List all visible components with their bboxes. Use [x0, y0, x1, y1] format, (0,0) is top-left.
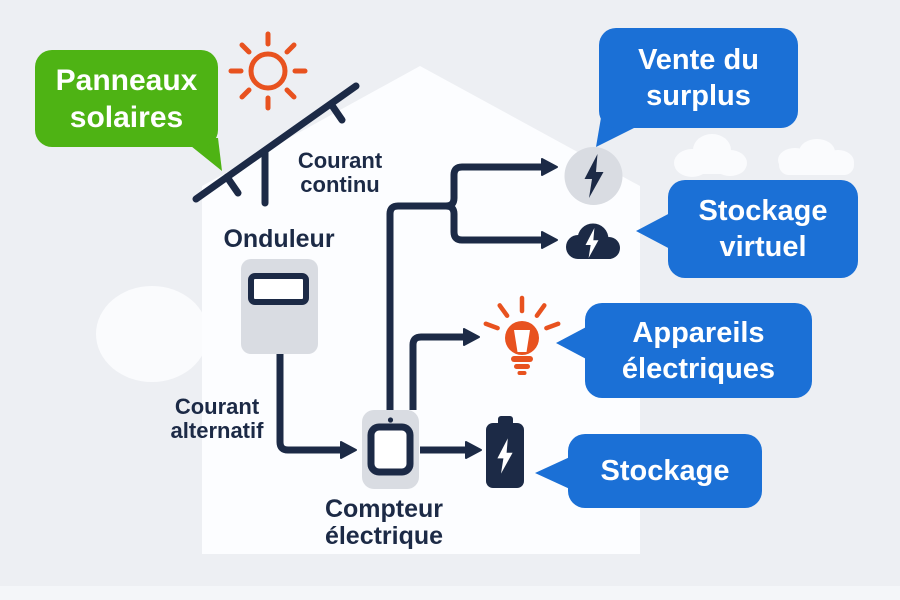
label-line: continu [300, 172, 380, 197]
arrowhead-to-cloud [541, 231, 558, 249]
solar-panel-icon [192, 82, 360, 207]
cloud-bolt-icon [566, 223, 620, 259]
flow-line-branch-to-cloud [445, 202, 542, 244]
sun-icon [228, 31, 308, 111]
label-line: Courant [174, 394, 260, 419]
lightbulb-icon [483, 295, 561, 375]
cloud-decoration-left [96, 286, 208, 382]
bubble-line: Vente du [638, 44, 759, 76]
flow-line-meter-to-bulb [409, 333, 464, 410]
bubble-line: Stockage [600, 455, 730, 487]
battery-icon [486, 416, 524, 488]
stockage-bubble: Stockage [568, 434, 762, 508]
arrowhead-to-battery [465, 441, 482, 459]
cloud-decoration-right [674, 134, 854, 177]
bubble-line: solaires [69, 100, 184, 134]
stockage-virtuel-bubble: Stockage virtuel [668, 180, 858, 278]
bubble-line: virtuel [719, 231, 807, 263]
label-line: Courant [297, 148, 383, 173]
appareils-bubble-tail [556, 325, 590, 361]
courant-alternatif-label: Courant alternatif [147, 395, 287, 443]
appareils-electriques-bubble: Appareils électriques [585, 303, 812, 398]
vente-du-surplus-bubble: Vente du surplus [599, 28, 798, 128]
house-silhouette [202, 66, 640, 554]
label-line: Onduleur [223, 225, 335, 253]
bubble-line: Panneaux [55, 63, 198, 97]
stockage-virtuel-bubble-tail [636, 212, 672, 250]
stockage-bubble-tail [535, 456, 572, 490]
flow-line-inverter-to-meter [276, 354, 341, 454]
bubble-line: surplus [646, 80, 751, 112]
flow-arrowheads [340, 158, 558, 459]
flow-lines [276, 163, 542, 454]
compteur-electrique-label: Compteur électrique [304, 496, 464, 550]
label-line: électrique [324, 522, 444, 550]
onduleur-label: Onduleur [199, 226, 359, 253]
electric-meter-icon [362, 410, 419, 489]
ground-band [0, 586, 900, 600]
label-line: alternatif [170, 418, 264, 443]
courant-continu-label: Courant continu [270, 149, 410, 197]
label-line: Compteur [324, 495, 444, 523]
panneaux-solaires-bubble: Panneaux solaires [35, 50, 218, 147]
bubble-line: électriques [621, 352, 776, 385]
inverter-icon [241, 259, 318, 354]
arrowhead-to-meter [340, 441, 357, 459]
bolt-circle-icon [564, 147, 623, 205]
arrowhead-to-bulb [463, 328, 480, 346]
bubble-line: Appareils [632, 316, 765, 349]
bubble-line: Stockage [698, 195, 828, 227]
arrowhead-to-grid [541, 158, 558, 176]
